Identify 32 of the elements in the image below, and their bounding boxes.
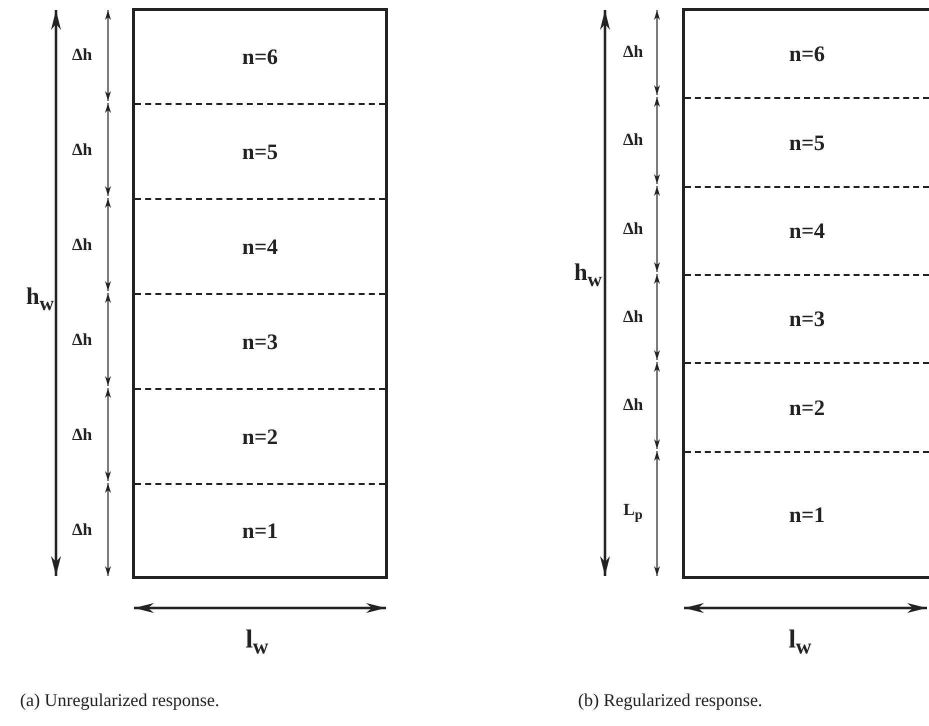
segment-label: n=5 bbox=[789, 130, 825, 156]
dimension-label: Δh bbox=[622, 130, 644, 150]
dimension-label: Δh bbox=[72, 45, 92, 65]
dimension-label: l$_{w}$ bbox=[246, 624, 268, 660]
dimension-label: L$_{p}$ bbox=[623, 500, 643, 524]
dimension-label: Δh bbox=[622, 42, 644, 62]
segment-label: n=4 bbox=[789, 218, 825, 244]
dimension-label: Δh bbox=[72, 425, 92, 445]
dimension-label: Δh bbox=[72, 140, 92, 160]
dimension-label: h$_{w}$ bbox=[574, 260, 602, 292]
segment-label: n=2 bbox=[789, 394, 825, 420]
segment-label: n=6 bbox=[242, 44, 278, 70]
dimension-label: Δh bbox=[622, 395, 644, 415]
segment-label: n=3 bbox=[242, 328, 278, 354]
segment-label: n=1 bbox=[789, 502, 825, 528]
dimension-label: h$_{w}$ bbox=[26, 284, 54, 316]
segment-label: n=1 bbox=[242, 518, 278, 544]
figure-caption: (b) Regularized response. bbox=[578, 690, 762, 711]
segment-label: n=6 bbox=[789, 41, 825, 67]
segment-label: n=4 bbox=[242, 234, 278, 260]
dimension-label: Δh bbox=[72, 520, 92, 540]
dimension-label: Δh bbox=[622, 307, 644, 327]
wall-outline bbox=[682, 8, 929, 579]
segment-label: n=3 bbox=[789, 306, 825, 332]
figure-caption: (a) Unregularized response. bbox=[20, 690, 220, 711]
dimension-label: Δh bbox=[622, 219, 644, 239]
wall-outline bbox=[132, 8, 388, 579]
dimension-label: Δh bbox=[72, 235, 92, 255]
segment-label: n=2 bbox=[242, 424, 278, 450]
segment-label: n=5 bbox=[242, 138, 278, 164]
dimension-label: l$_{w}$ bbox=[788, 624, 812, 660]
dimension-label: Δh bbox=[72, 330, 92, 350]
